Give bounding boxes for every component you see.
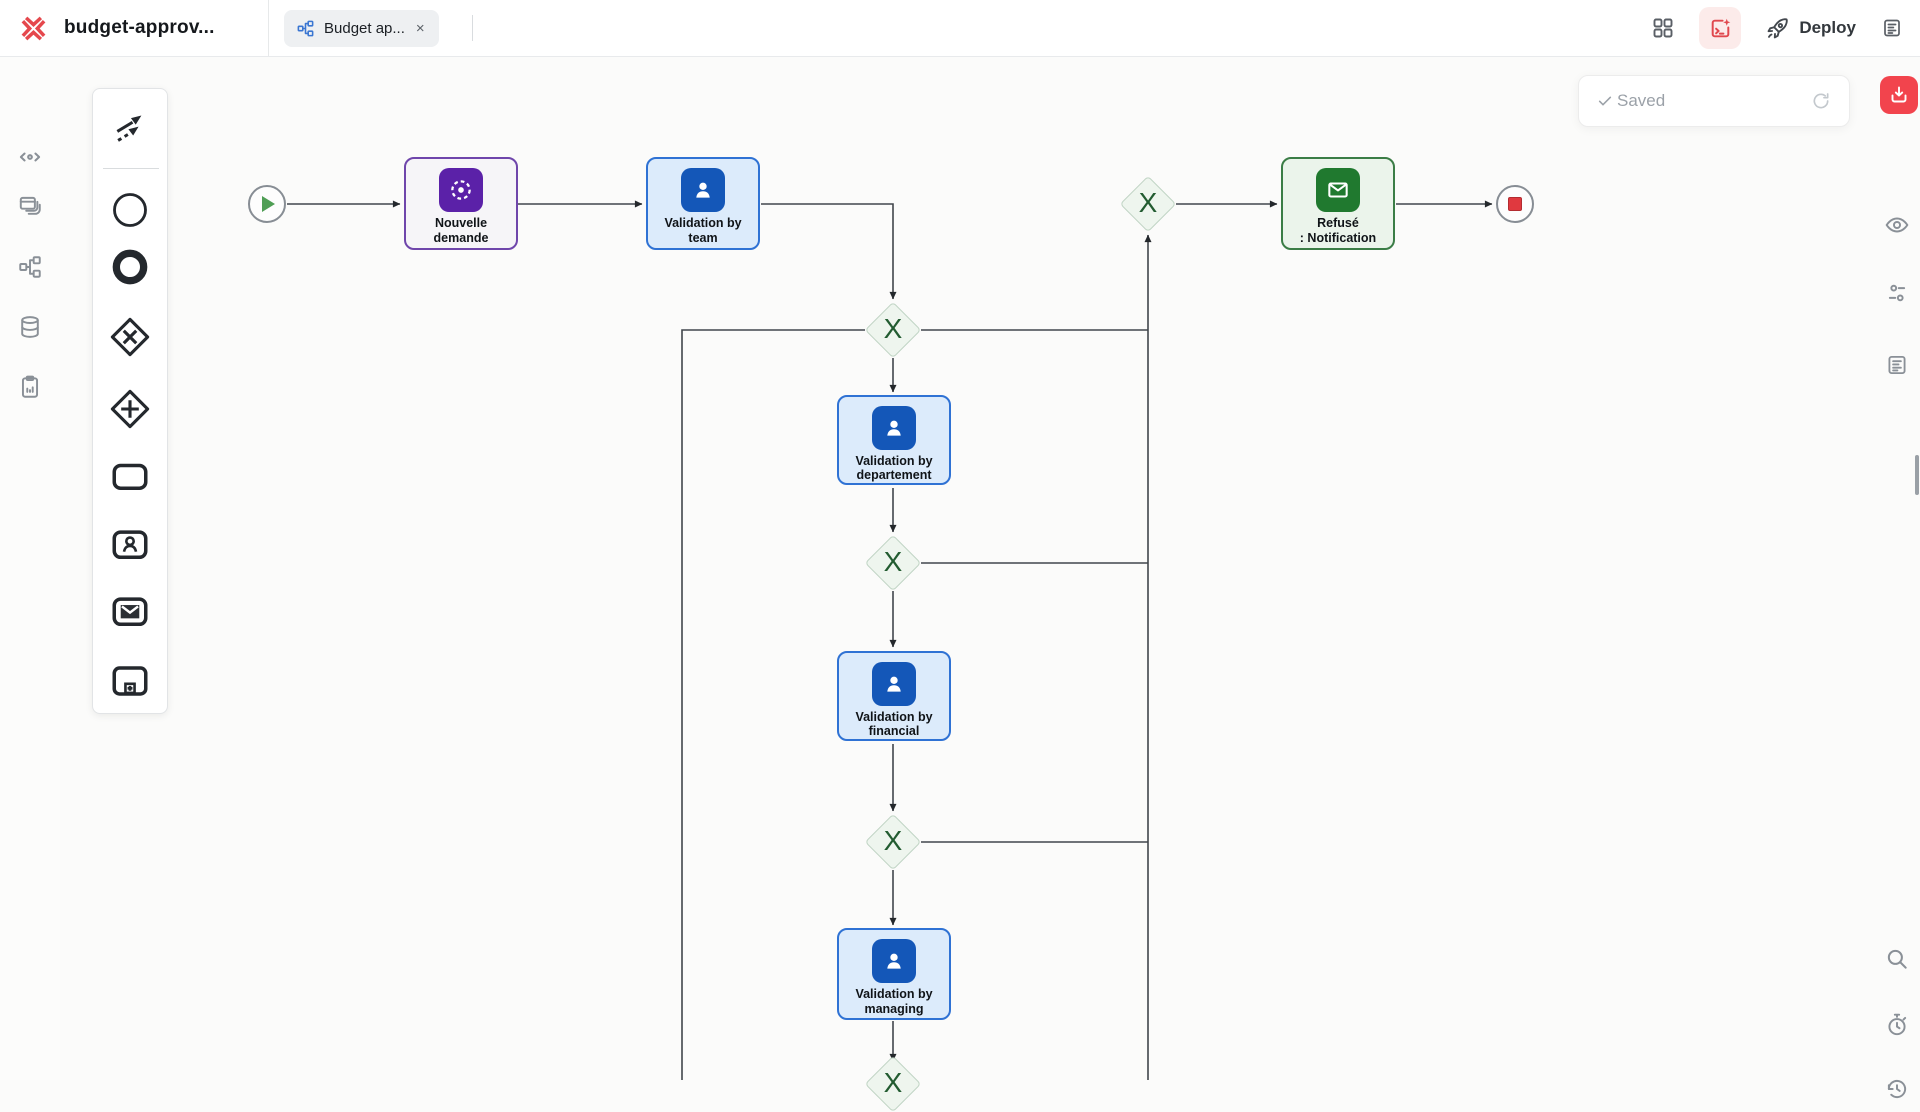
node-validation-by-departement[interactable]: Validation by departement xyxy=(837,395,951,485)
end-event-node[interactable] xyxy=(1496,185,1534,223)
import-icon xyxy=(1891,86,1907,103)
node-refuse-notification[interactable]: Refusé : Notification xyxy=(1281,157,1395,250)
deploy-label: Deploy xyxy=(1799,18,1856,37)
gateway-after-team[interactable]: X xyxy=(864,301,922,359)
gateway-after-financial[interactable]: X xyxy=(864,813,922,871)
gateway-symbol: X xyxy=(883,1067,903,1098)
right-rail xyxy=(1874,57,1920,1099)
tool-subprocess[interactable] xyxy=(109,660,151,702)
tab-label: Budget ap... xyxy=(324,20,405,37)
node-validation-by-team[interactable]: Validation by team xyxy=(646,157,760,250)
tool-mail-task[interactable] xyxy=(109,590,151,632)
node-label: Nouvelle demande xyxy=(433,216,489,245)
node-label: Refusé : Notification xyxy=(1286,216,1390,246)
stopwatch-icon[interactable] xyxy=(1884,1012,1910,1038)
tool-end-event[interactable] xyxy=(110,247,150,287)
user-task-icon xyxy=(872,662,916,706)
tab-divider xyxy=(472,15,473,41)
node-label: Validation by financial xyxy=(855,709,933,739)
app-logo-icon[interactable] xyxy=(18,13,48,43)
node-nouvelle-demande[interactable]: Nouvelle demande xyxy=(404,157,518,250)
webhook-trigger-icon xyxy=(439,168,483,212)
tab-close-icon[interactable]: × xyxy=(415,20,425,37)
gateway-after-departement[interactable]: X xyxy=(864,534,922,592)
play-icon xyxy=(262,196,275,212)
save-status-pill: Saved xyxy=(1578,75,1850,127)
shape-palette xyxy=(92,88,168,714)
import-button[interactable] xyxy=(1880,76,1918,114)
tool-user-task[interactable] xyxy=(109,523,151,565)
edge-layer xyxy=(287,200,1493,1080)
label-line-2: : Notification xyxy=(1299,230,1377,245)
tool-start-event[interactable] xyxy=(110,190,150,230)
gateway-after-managing[interactable]: X xyxy=(864,1055,922,1112)
top-bar: budget-approv... Budget ap... × xyxy=(0,0,1920,57)
node-label: Validation by managing xyxy=(855,987,933,1016)
app-title: budget-approv... xyxy=(64,17,215,38)
tool-parallel-gateway[interactable] xyxy=(108,387,152,431)
edge-gateway1-approved-branch[interactable] xyxy=(681,329,865,1080)
gateway-symbol: X xyxy=(1138,187,1158,218)
search-icon[interactable] xyxy=(1884,946,1910,972)
sliders-icon[interactable] xyxy=(1884,280,1910,306)
stop-icon xyxy=(1508,197,1522,211)
gateway-symbol: X xyxy=(883,313,903,344)
node-validation-by-financial[interactable]: Validation by financial xyxy=(837,651,951,741)
workflow-icon[interactable] xyxy=(17,254,43,280)
logs-icon[interactable] xyxy=(1884,352,1910,378)
user-task-icon xyxy=(681,168,725,212)
logs-panel-button[interactable] xyxy=(1880,16,1904,40)
tool-connector[interactable] xyxy=(111,108,149,146)
user-task-icon xyxy=(872,406,916,450)
eye-icon[interactable] xyxy=(1884,212,1910,238)
gateway-symbol: X xyxy=(883,546,903,577)
gateway-rejected[interactable]: X xyxy=(1119,175,1177,233)
gateway-symbol: X xyxy=(883,825,903,856)
label-line-1: Refusé xyxy=(1317,216,1359,230)
database-icon[interactable] xyxy=(17,314,43,340)
edge-team-to-gateway1[interactable] xyxy=(761,203,897,300)
resize-horizontal-icon[interactable] xyxy=(17,144,43,170)
deploy-button[interactable]: Deploy xyxy=(1765,16,1856,41)
user-task-icon xyxy=(872,939,916,983)
rocket-icon xyxy=(1767,17,1788,38)
save-status-text: Saved xyxy=(1617,91,1666,110)
windows-icon[interactable] xyxy=(17,193,43,219)
start-event-node[interactable] xyxy=(248,185,286,223)
scrollbar-thumb[interactable] xyxy=(1915,455,1919,495)
left-rail xyxy=(0,57,60,1080)
tool-task[interactable] xyxy=(109,455,151,497)
check-icon xyxy=(1598,96,1612,106)
grid-icon xyxy=(1653,18,1673,38)
clipboard-chart-icon[interactable] xyxy=(17,374,43,400)
node-validation-by-managing[interactable]: Validation by managing xyxy=(837,928,951,1020)
logs-icon xyxy=(1884,19,1900,37)
grid-view-button[interactable] xyxy=(1651,16,1675,40)
ai-terminal-icon xyxy=(1711,18,1731,37)
ai-console-button[interactable] xyxy=(1699,7,1742,49)
node-label: Validation by team xyxy=(664,216,742,245)
workflow-icon xyxy=(297,20,314,37)
tab-budget-approval[interactable]: Budget ap... × xyxy=(284,10,439,47)
palette-divider xyxy=(103,168,159,169)
mail-icon xyxy=(1316,168,1360,212)
tool-exclusive-gateway[interactable] xyxy=(108,315,152,359)
topbar-divider xyxy=(268,0,269,56)
refresh-icon[interactable] xyxy=(1811,91,1831,111)
node-label: Validation by departement xyxy=(855,453,933,483)
